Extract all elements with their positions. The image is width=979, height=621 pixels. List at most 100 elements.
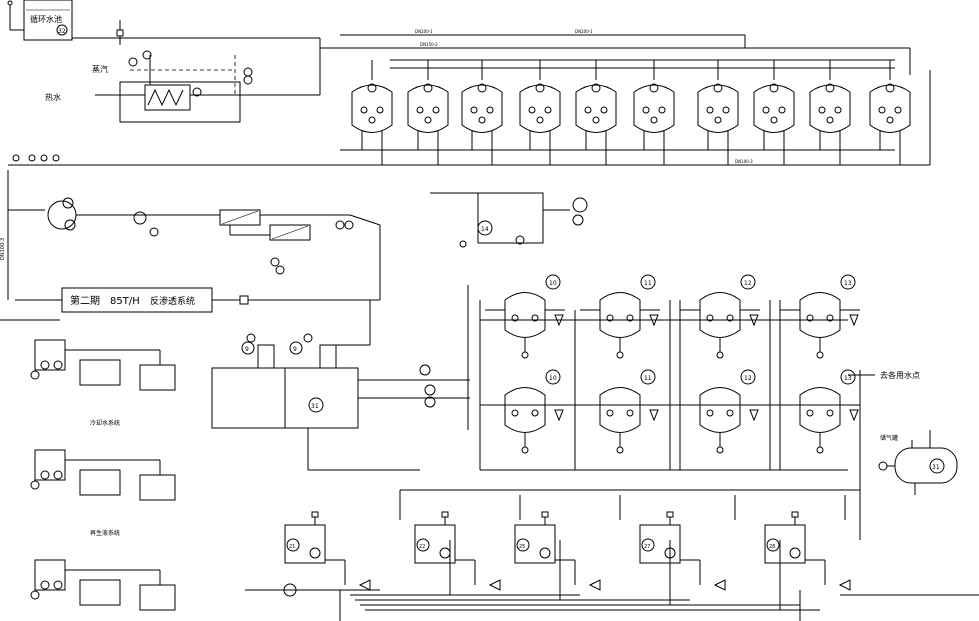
right-reactor-drain xyxy=(716,351,724,359)
reactor-vessel xyxy=(351,84,393,133)
reactor-valve xyxy=(778,106,786,114)
subsystem-valve xyxy=(53,580,63,590)
dosing-tank: 27 xyxy=(639,511,726,591)
tank-id-9b: 9 xyxy=(293,346,297,353)
reactor-valve xyxy=(432,106,440,114)
top-pipe-label-1: DN200-1 xyxy=(415,29,433,34)
air-receiver-label: 储气罐 xyxy=(880,434,898,442)
right-reactor-vessel xyxy=(599,387,641,433)
reactor-valve xyxy=(878,106,886,114)
right-reactor-valve xyxy=(806,314,814,322)
hot-water-label: 热水 xyxy=(45,92,61,102)
reactor-vessel xyxy=(809,84,851,133)
right-reactor-tag xyxy=(840,369,856,385)
reactor-valve xyxy=(762,106,770,114)
right-reactor-tag xyxy=(840,274,856,290)
right-reactor-vessel xyxy=(799,387,841,433)
right-reactor-valve xyxy=(726,314,734,322)
right-reactor-valve xyxy=(826,314,834,322)
right-reactor: 12 xyxy=(680,369,760,454)
dosing-tank-id: 21 xyxy=(289,544,295,550)
right-reactor-id: 11 xyxy=(644,280,652,287)
right-reactor: 10 xyxy=(485,274,565,359)
subsystem-valve xyxy=(40,360,50,370)
right-piping: 去各用水点 xyxy=(399,285,920,540)
air-receiver: 31 储气罐 xyxy=(878,430,958,495)
dosing-tank-body xyxy=(284,524,326,564)
dosing-tank: 25 xyxy=(514,511,601,591)
steam-label: 蒸汽 xyxy=(92,64,108,74)
reactor-tag xyxy=(423,83,433,93)
reactor-valve xyxy=(544,106,552,114)
dosing-tank-id: 27 xyxy=(644,544,650,550)
subsystem-tank xyxy=(139,474,176,501)
dosing-tanks: 21 22 25 27 28 xyxy=(284,511,851,591)
subsystem-valve xyxy=(40,580,50,590)
reactor-valve xyxy=(592,116,600,124)
right-reactor-vessel xyxy=(799,292,841,338)
subsystem: 冷却水系统 xyxy=(30,339,176,427)
right-reactor-valve xyxy=(531,314,539,322)
capacity-label: 85T/H xyxy=(110,296,140,307)
to-site-label: 去各用水点 xyxy=(880,370,920,380)
reactor-valve xyxy=(886,116,894,124)
top-pipe-label-2: DN200-1 xyxy=(575,29,593,34)
reactor xyxy=(753,60,795,165)
left-vertical-label: DN100-3 xyxy=(0,238,6,260)
reactor-tag xyxy=(591,83,601,93)
right-reactor-tag xyxy=(640,274,656,290)
dosing-tank-tag xyxy=(766,538,780,552)
right-reactor-drain xyxy=(616,446,624,454)
right-reactor-valve xyxy=(726,409,734,417)
reactor-valve xyxy=(584,106,592,114)
reactor-vessel xyxy=(519,84,561,133)
reactor-valve xyxy=(722,106,730,114)
dosing-tank-tag xyxy=(286,538,300,552)
right-reactor-id: 10 xyxy=(549,375,557,382)
reactor-vessel xyxy=(575,84,617,133)
reactor-tag xyxy=(477,83,487,93)
second-line-label: 第二期 xyxy=(70,294,100,307)
right-reactor-drain xyxy=(521,351,529,359)
air-receiver-id: 31 xyxy=(932,464,940,471)
reactor-valve xyxy=(658,106,666,114)
right-reactor-vessel xyxy=(504,387,546,433)
reactor xyxy=(407,60,449,165)
dosing-mixer xyxy=(539,547,551,559)
subsystem-tank xyxy=(79,359,121,386)
dosing-tank-tag xyxy=(641,538,655,552)
reactor-valve xyxy=(826,116,834,124)
subsystem-tag xyxy=(30,480,40,490)
dosing-pump xyxy=(588,579,601,591)
right-reactor-tag xyxy=(740,369,756,385)
top-tank-id: 32 xyxy=(58,28,66,35)
reactor-valve xyxy=(714,116,722,124)
right-reactor-drain xyxy=(616,351,624,359)
right-reactor: 11 xyxy=(580,274,660,359)
top-tank: 循环水池 32 xyxy=(7,0,73,41)
top-tank-label: 循环水池 xyxy=(30,14,62,24)
subsystem-valve xyxy=(53,360,63,370)
reactor xyxy=(633,60,675,165)
dosing-valve xyxy=(311,511,319,518)
reactor-valve xyxy=(894,106,902,114)
right-reactor-valve xyxy=(806,409,814,417)
right-reactor-drain xyxy=(816,446,824,454)
right-reactor-id: 12 xyxy=(744,375,752,382)
reactor-tag xyxy=(885,83,895,93)
subsystem-unit xyxy=(34,449,66,481)
dosing-tank-id: 22 xyxy=(419,544,425,550)
bottom-lines xyxy=(245,495,979,621)
reactor-tag xyxy=(713,83,723,93)
reactor xyxy=(351,60,393,165)
reactor-tag xyxy=(367,83,377,93)
subsystem: 再生液系统 xyxy=(30,559,176,611)
subsystem-label: 再生液系统 xyxy=(90,529,120,537)
subsystem-valve xyxy=(53,470,63,480)
dosing-tank-id: 28 xyxy=(769,544,775,550)
reactor-valve xyxy=(600,106,608,114)
dosing-tank-id: 25 xyxy=(519,544,525,550)
right-reactor-tag xyxy=(545,369,561,385)
